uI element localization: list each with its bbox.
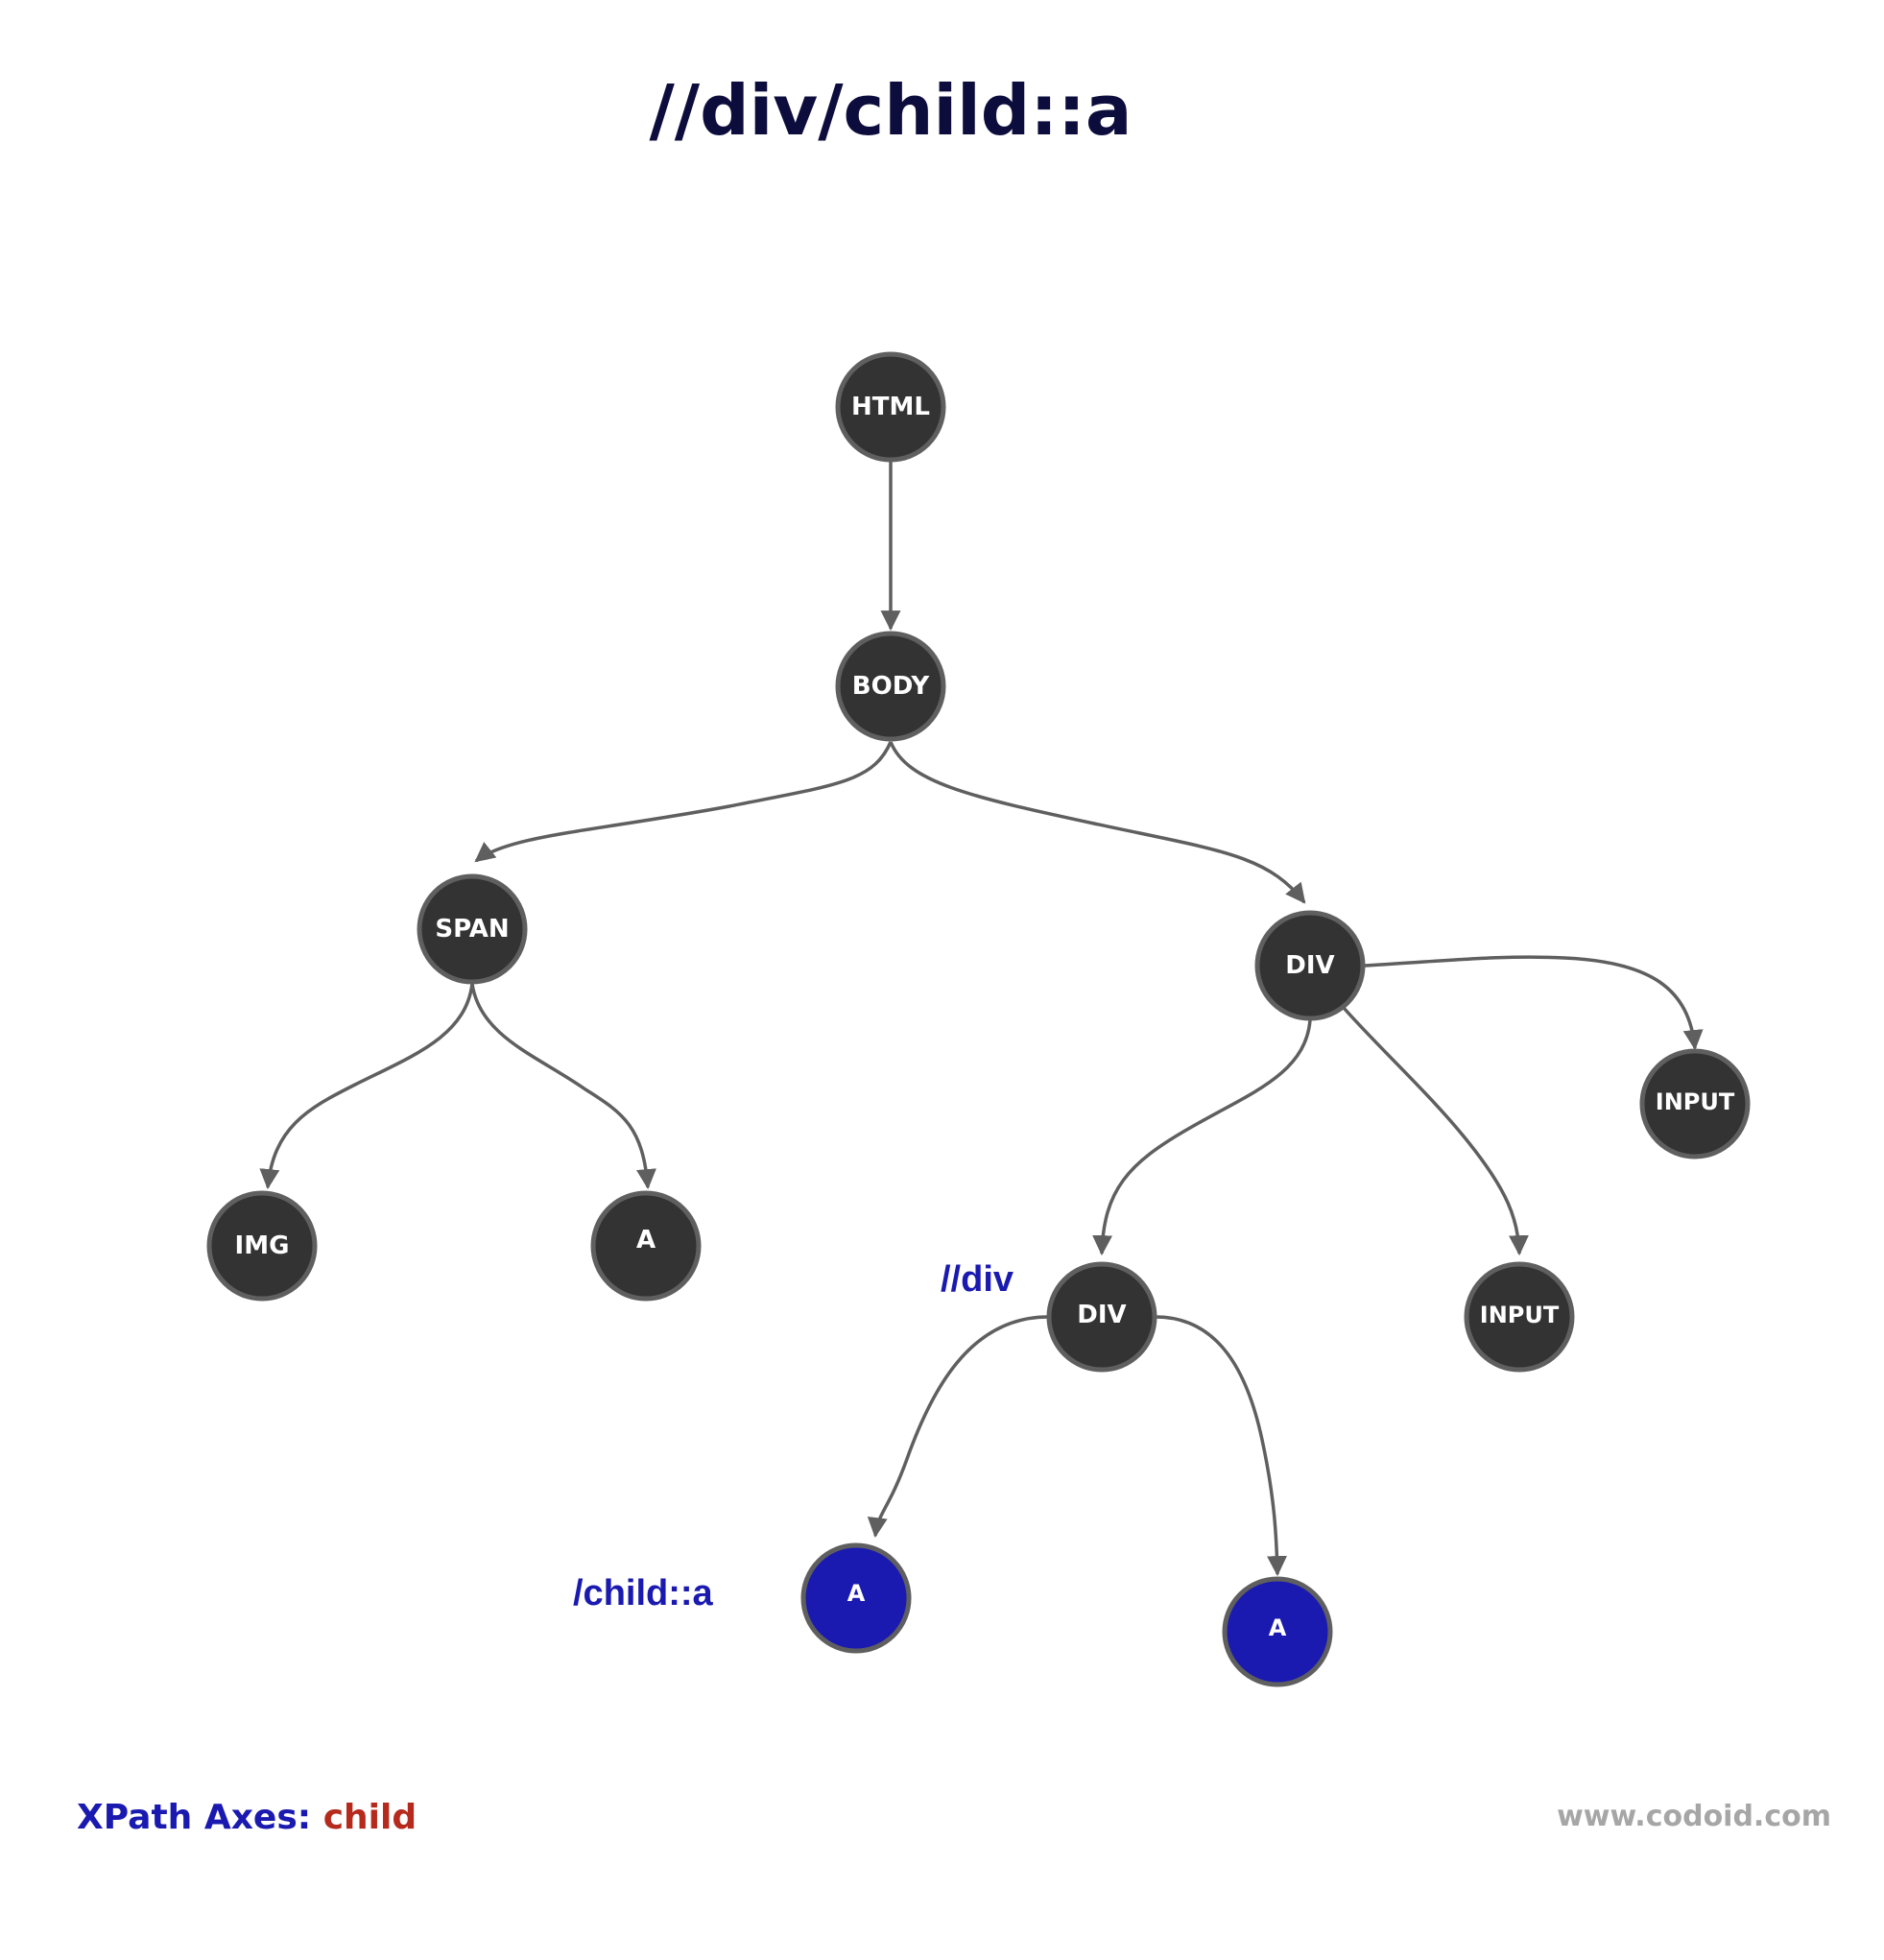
page-title: //div/child::a [649, 70, 1132, 151]
footer-axis-name: child [323, 1798, 417, 1837]
tree-nodes: HTML BODY SPAN IMG A DIV INPUT DIV [206, 351, 1751, 1687]
node-input-1-label: INPUT [1656, 1088, 1735, 1115]
annotation-context-step: //div [941, 1259, 1014, 1300]
node-div-inner-label: DIV [1077, 1301, 1126, 1329]
node-a-selected-2-label: A [1269, 1614, 1287, 1641]
node-a-selected-1-label: A [847, 1580, 866, 1607]
node-html-label: HTML [851, 393, 930, 421]
node-span-label: SPAN [435, 915, 509, 944]
edge-body-span [474, 741, 893, 863]
node-body-label: BODY [852, 672, 931, 701]
node-img-label: IMG [235, 1231, 290, 1260]
edge-div-inner-a-selected-1 [867, 1315, 1049, 1539]
edge-div-outer-input-2 [1342, 1006, 1529, 1256]
node-input-2-label: INPUT [1480, 1302, 1560, 1328]
footer-axes-caption: XPath Axes: child [77, 1798, 417, 1837]
edge-div-outer-div-inner [1092, 1019, 1312, 1256]
edge-span-a [470, 983, 656, 1190]
node-img: IMG [206, 1190, 318, 1302]
node-span-a: A [590, 1190, 702, 1302]
node-div-outer-label: DIV [1285, 951, 1334, 980]
annotation-axis-step: /child::a [573, 1573, 714, 1613]
node-div-inner: DIV [1046, 1261, 1157, 1373]
node-span-a-label: A [636, 1226, 656, 1255]
tree-edges [259, 461, 1704, 1577]
node-input-2: INPUT [1464, 1261, 1575, 1373]
node-a-selected-2: A [1222, 1576, 1333, 1687]
footer-site: www.codoid.com [1557, 1800, 1831, 1833]
node-div-outer: DIV [1254, 910, 1366, 1021]
node-body: BODY [835, 631, 946, 742]
edge-div-outer-input-1 [1364, 955, 1704, 1051]
node-html: HTML [835, 351, 946, 463]
node-input-1: INPUT [1639, 1048, 1751, 1159]
edge-div-inner-a-selected-2 [1155, 1315, 1288, 1577]
node-a-selected-1: A [800, 1542, 912, 1654]
node-span: SPAN [417, 873, 528, 985]
edge-body-div-outer [889, 741, 1306, 904]
footer-axes-prefix: XPath Axes: [77, 1798, 323, 1837]
edge-span-img [259, 983, 474, 1190]
